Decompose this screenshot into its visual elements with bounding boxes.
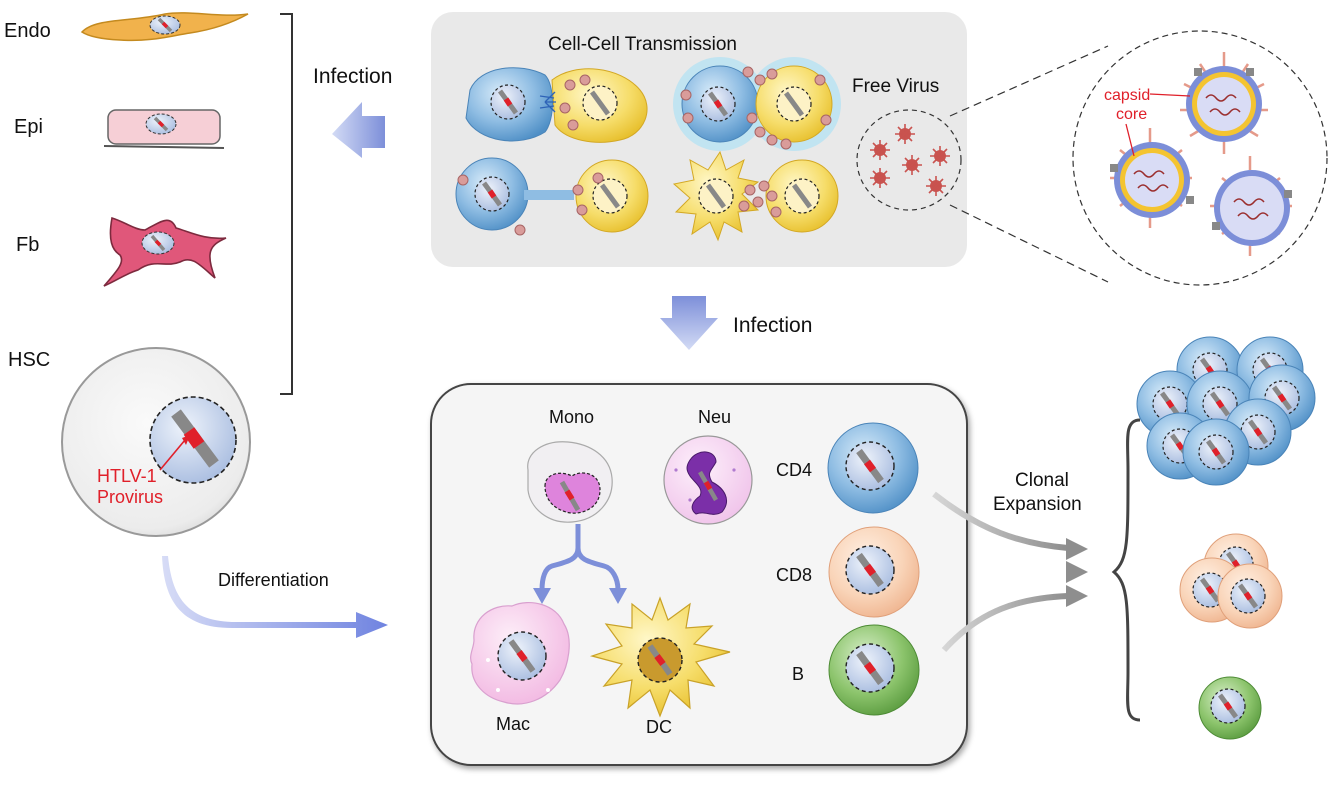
capsid-pointer-2	[1125, 123, 1135, 157]
t-cell-icon	[827, 422, 919, 514]
virological-synapse-pair	[465, 67, 648, 143]
hematopoietic-stem-cell-icon	[61, 347, 251, 537]
macrophage-icon	[470, 602, 570, 705]
dc-to-t-transfer-pair	[672, 150, 839, 242]
cellular-conduit-pair	[455, 157, 649, 236]
provirus-label-line1: HTLV-1	[97, 466, 157, 486]
mono-label: Mono	[549, 407, 594, 427]
b-clone	[1198, 676, 1262, 740]
tissue-bracket	[280, 13, 293, 395]
differentiation-arrow	[162, 556, 388, 638]
clonal-brace	[1111, 418, 1141, 722]
capsid-label-line2: core	[1116, 106, 1147, 123]
hsc-label: HSC	[8, 349, 50, 371]
epi-label: Epi	[14, 116, 43, 138]
differentiation-label: Differentiation	[218, 570, 329, 590]
mac-label: Mac	[496, 714, 530, 734]
neutrophil-icon	[663, 435, 753, 525]
mono-differentiation-arrows	[533, 524, 627, 604]
dc-label: DC	[646, 717, 672, 737]
infection-down-label: Infection	[733, 314, 812, 337]
virion-detail-1	[1180, 52, 1268, 154]
virion-zoom-circle	[1072, 30, 1328, 286]
endo-label: Endo	[4, 20, 51, 42]
free-virus-label: Free Virus	[852, 76, 939, 97]
clonal-label-line2: Expansion	[993, 494, 1082, 515]
zoom-line-top	[949, 45, 1109, 117]
epithelial-cell-icon	[103, 109, 225, 149]
fb-label: Fb	[16, 234, 39, 256]
cd4-label: CD4	[776, 460, 812, 480]
cd4-clone-cluster	[1137, 337, 1315, 485]
infection-left-label: Infection	[313, 65, 392, 88]
b-cell-icon	[828, 624, 920, 716]
monocyte-icon	[527, 441, 613, 523]
zoom-line-bottom	[949, 204, 1109, 283]
endothelial-cell-icon	[80, 12, 249, 42]
neu-label: Neu	[698, 407, 731, 427]
dendritic-cell-icon	[589, 596, 731, 718]
clonal-expansion-arrows	[932, 491, 1088, 653]
viral-biofilm-pair	[673, 57, 841, 151]
free-virus-cloud	[856, 109, 962, 211]
cell-cell-transmission-label: Cell-Cell Transmission	[548, 34, 737, 55]
capsid-label-line1: capsid	[1104, 87, 1150, 104]
virion-detail-2	[1110, 128, 1194, 228]
cd8-clone-cluster	[1179, 533, 1283, 629]
cd8-label: CD8	[776, 565, 812, 585]
provirus-label-line2: Provirus	[97, 487, 163, 507]
b-label: B	[792, 664, 804, 684]
infection-left-arrow	[332, 102, 385, 158]
virion-detail-3	[1210, 156, 1292, 256]
clonal-label-line1: Clonal	[1015, 470, 1069, 491]
fibroblast-cell-icon	[103, 216, 227, 287]
infection-down-arrow	[660, 296, 718, 350]
capsid-pointer-1	[1149, 93, 1191, 97]
cd8-t-cell-icon	[828, 526, 920, 618]
